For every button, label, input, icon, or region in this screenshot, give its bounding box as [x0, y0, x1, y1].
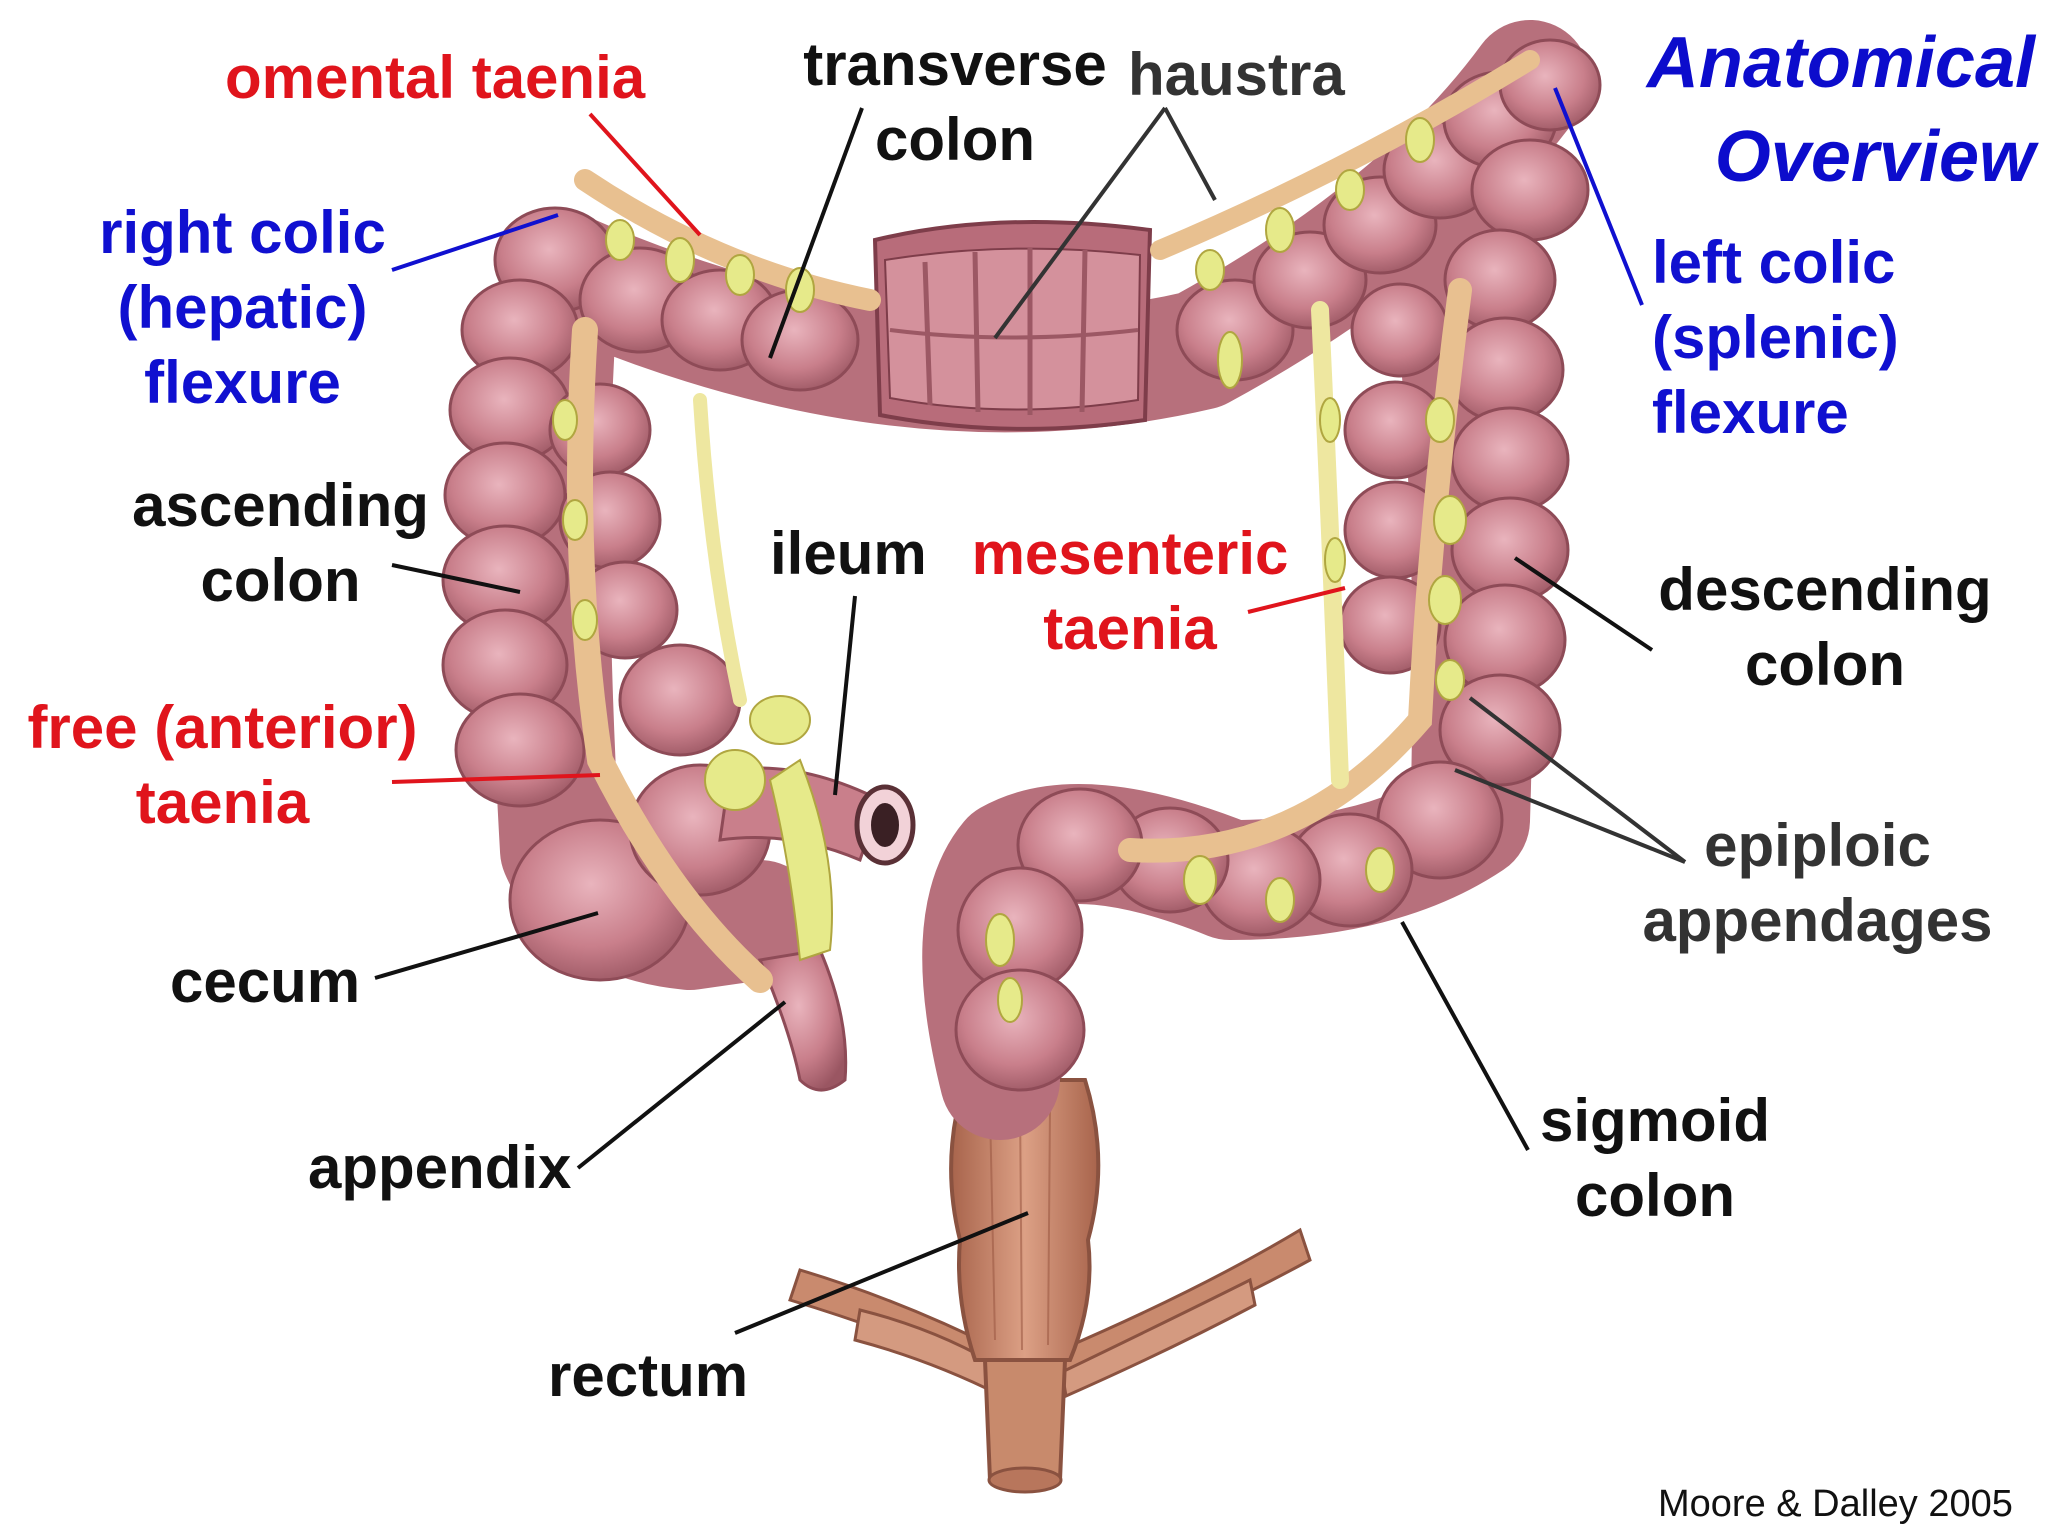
- opened-colon-window: [872, 220, 1153, 431]
- leader-haustra-1: [993, 106, 1167, 340]
- leader-free-taenia: [391, 773, 601, 784]
- label-rectum: rectum: [548, 1342, 749, 1409]
- label-sigmoid-colon: sigmoid colon: [1539, 1087, 1770, 1229]
- rectum-shape: [949, 1078, 1101, 1494]
- leader-descending-colon: [1513, 556, 1654, 652]
- label-left-colic-flexure: left colic (splenic) flexure: [1652, 229, 1899, 446]
- label-free-taenia: free (anterior) taenia: [27, 694, 418, 836]
- leader-omental-taenia: [588, 112, 702, 237]
- leader-ileum: [833, 595, 857, 796]
- leader-haustra-2: [1163, 107, 1217, 201]
- title-line-2: Overview: [1714, 117, 2035, 197]
- label-ascending-colon: ascending colon: [132, 472, 429, 614]
- leader-mesenteric-taenia: [1247, 586, 1346, 614]
- leader-lines: [374, 87, 1687, 1335]
- taenia-bands: [567, 50, 1540, 993]
- label-epiploic-appendages: epiploic appendages: [1642, 812, 1993, 954]
- leader-epiploic-1: [1468, 696, 1687, 864]
- label-mesenteric-taenia: mesenteric taenia: [971, 520, 1289, 662]
- source-credit: Moore & Dalley 2005: [1658, 1483, 2013, 1525]
- label-appendix: appendix: [308, 1134, 572, 1201]
- epiploic-fat-tags: [552, 117, 1467, 1023]
- leader-transverse-colon: [768, 107, 864, 359]
- leader-rectum: [734, 1211, 1029, 1335]
- leader-cecum: [374, 911, 599, 980]
- label-omental-taenia: omental taenia: [225, 44, 646, 111]
- leader-appendix: [576, 1000, 787, 1170]
- pelvic-muscles: [788, 1227, 1312, 1399]
- leader-sigmoid-colon: [1400, 921, 1530, 1151]
- leader-epiploic-2: [1454, 768, 1686, 864]
- label-ileum: ileum: [770, 520, 927, 587]
- leader-left-colic: [1553, 87, 1644, 306]
- figure-title: Anatomical Overview: [1560, 16, 2035, 204]
- label-cecum: cecum: [170, 948, 361, 1015]
- title-line-1: Anatomical: [1646, 23, 2035, 103]
- leader-ascending-colon: [391, 563, 521, 594]
- label-descending-colon: descending colon: [1658, 556, 1992, 698]
- label-haustra: haustra: [1128, 41, 1345, 108]
- leader-right-colic: [391, 213, 559, 272]
- label-right-colic-flexure: right colic (hepatic) flexure: [99, 199, 386, 416]
- label-transverse-colon: transverse colon: [803, 31, 1107, 173]
